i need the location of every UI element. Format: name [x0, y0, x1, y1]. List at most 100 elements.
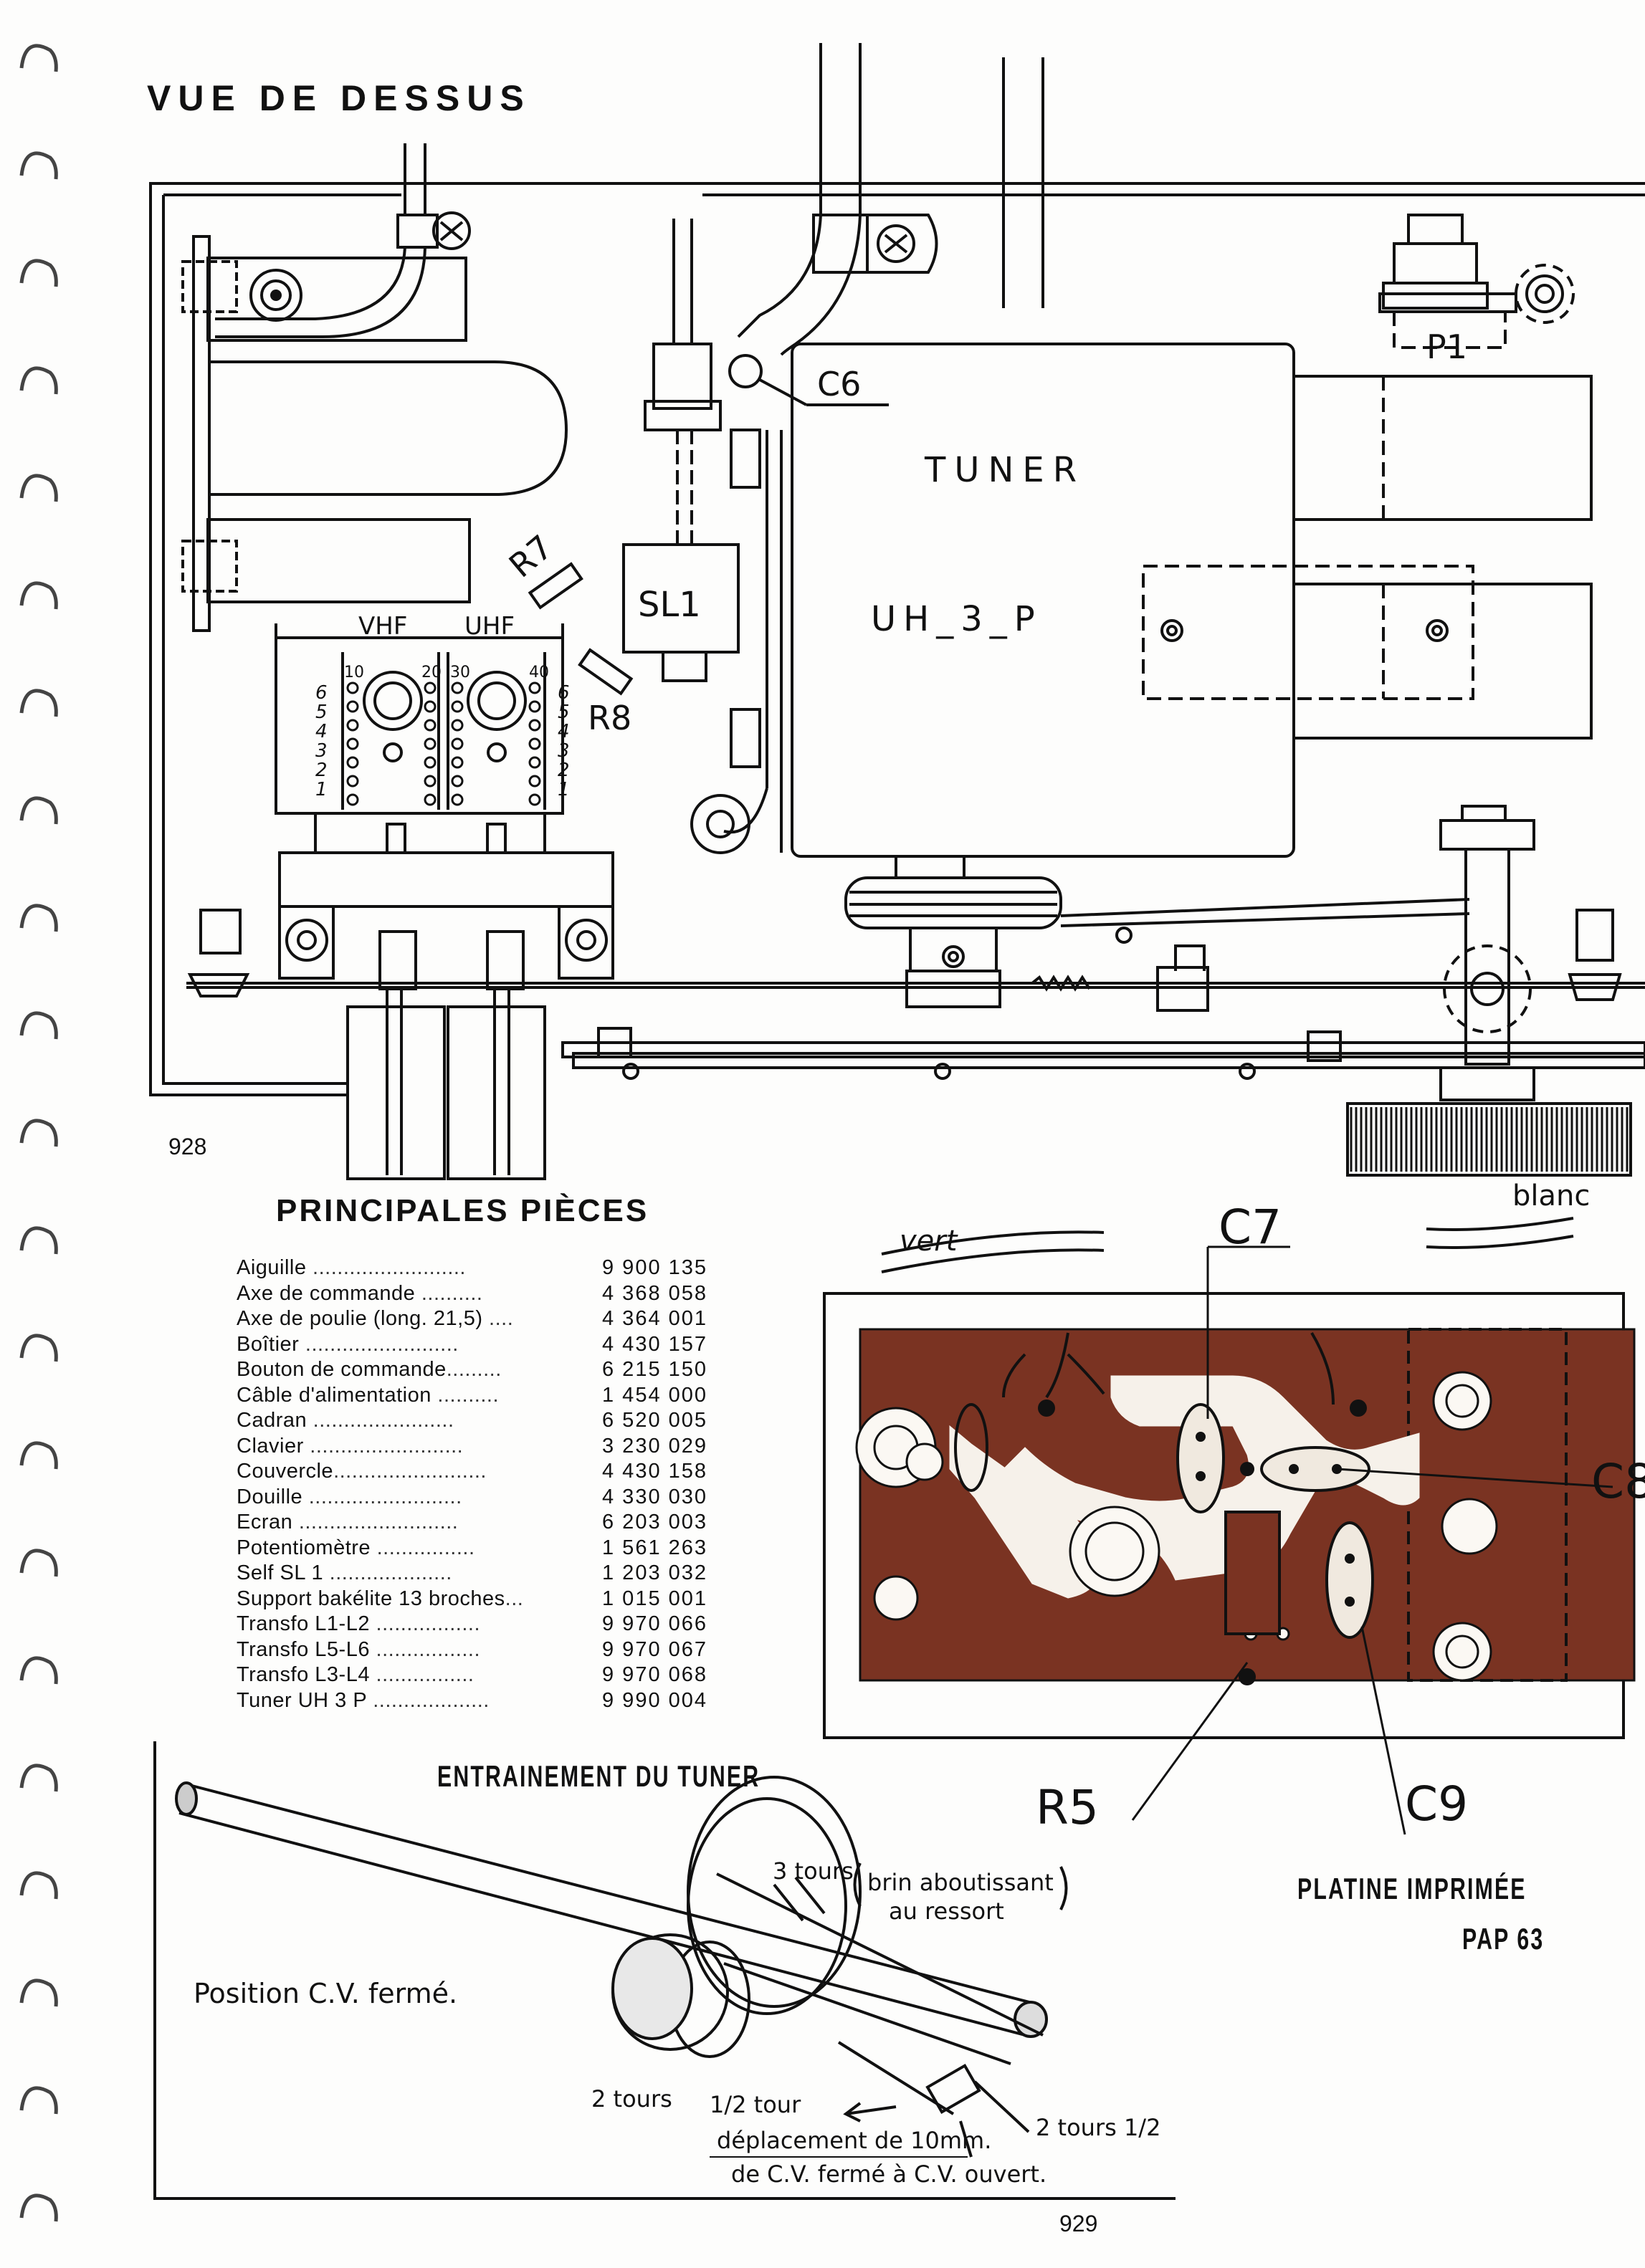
part-row: Transfo L1-L2 .................9 970 066 [237, 1612, 738, 1637]
switch-contact [528, 775, 541, 788]
part-row: Transfo L5-L6 .................9 970 067 [237, 1637, 738, 1663]
switch-left-number: 6 [315, 682, 328, 704]
binding-ring [19, 1978, 58, 2007]
switch-left-number: 5 [315, 702, 328, 723]
switch-left-number: 1 [315, 779, 328, 800]
switch-contact [528, 700, 541, 713]
c9-label: C9 [1405, 1776, 1468, 1832]
switch-contact [346, 719, 359, 732]
part-code: 6 215 150 [602, 1358, 708, 1381]
switch-contact [451, 700, 464, 713]
sl1-label: SL1 [638, 585, 701, 625]
r8-label: R8 [588, 699, 631, 737]
switch-contact [528, 793, 541, 806]
page-number-left: 928 [168, 1134, 207, 1159]
parts-title: PRINCIPALES PIÈCES [276, 1193, 649, 1228]
part-code: 9 990 004 [602, 1688, 708, 1712]
part-code: 1 454 000 [602, 1383, 708, 1407]
part-row: Tuner UH 3 P ...................9 990 00… [237, 1688, 738, 1714]
part-leader-dots: ......................... [302, 1485, 462, 1508]
switch-contact [451, 756, 464, 769]
switch-num-10: 10 [344, 664, 364, 681]
part-code: 1 203 032 [602, 1561, 708, 1584]
p1-label: P1 [1426, 327, 1467, 366]
part-row: Support bakélite 13 broches... 1 015 001 [237, 1587, 738, 1612]
part-name: Bouton de commande......... [237, 1358, 502, 1381]
binding-ring [19, 581, 58, 610]
switch-num-40: 40 [529, 664, 549, 681]
c6-label: C6 [817, 365, 861, 403]
part-name: Self SL 1 .................... [237, 1561, 452, 1584]
parts-list: Aiguille .........................9 900 … [237, 1255, 738, 1713]
binding-ring [19, 1764, 58, 1792]
switch-right-number: 2 [558, 760, 570, 781]
part-name: Couvercle......................... [237, 1460, 487, 1483]
switch-contact [528, 681, 541, 694]
part-row: Transfo L3-L4 ................ 9 970 068 [237, 1662, 738, 1688]
part-leader-dots: ................... [366, 1688, 490, 1712]
part-name: Transfo L5-L6 ................. [237, 1637, 480, 1661]
part-row: Aiguille .........................9 900 … [237, 1255, 738, 1281]
tuner-label: TUNER [924, 450, 1085, 490]
part-code: 4 364 001 [602, 1307, 708, 1330]
part-row: Self SL 1 .................... 1 203 032 [237, 1561, 738, 1587]
pcb-caption-line1: PLATINE IMPRIMÉE [1297, 1872, 1527, 1905]
switch-contact [346, 700, 359, 713]
switch-right-number: 6 [558, 682, 570, 704]
drive-deplacement-line2: de C.V. fermé à C.V. ouvert. [731, 2161, 1046, 2188]
part-name: Douille ......................... [237, 1485, 462, 1508]
part-leader-dots: ......... [446, 1358, 502, 1381]
part-leader-dots: .......... [415, 1281, 483, 1305]
switch-left-number: 4 [315, 721, 328, 742]
switch-contact [346, 793, 359, 806]
switch-left-number: 2 [315, 760, 328, 781]
binding-ring [19, 1334, 58, 1362]
switch-right-number: 4 [558, 721, 570, 742]
pcb-caption-line2: PAP 63 [1462, 1922, 1545, 1956]
wire-blanc-label: blanc [1512, 1180, 1590, 1212]
part-row: Bouton de commande......... 6 215 150 [237, 1357, 738, 1383]
part-code: 4 330 030 [602, 1485, 708, 1508]
switch-right-number: 1 [558, 779, 570, 800]
part-row: Douille ......................... 4 330 0… [237, 1485, 738, 1511]
part-name: Support bakélite 13 broches... [237, 1587, 524, 1610]
drive-3tours-label: 3 tours [773, 1857, 854, 1885]
binding-ring [19, 2086, 58, 2115]
part-leader-dots: ................ [371, 1536, 475, 1559]
part-row: Axe de commande ..........4 368 058 [237, 1281, 738, 1307]
switch-contact [424, 793, 437, 806]
part-code: 6 520 005 [602, 1409, 708, 1432]
part-leader-dots: ................ [369, 1663, 475, 1686]
vhf-label: VHF [358, 612, 407, 641]
page-heading: VUE DE DESSUS [147, 78, 531, 118]
part-leader-dots: .......... [431, 1383, 500, 1407]
binding-ring [19, 366, 58, 395]
binding-ring [19, 1656, 58, 1685]
part-name: Transfo L3-L4 ................ [237, 1663, 475, 1686]
binding-ring [19, 796, 58, 825]
part-leader-dots: ......................... [333, 1460, 487, 1483]
part-name: Transfo L1-L2 ................. [237, 1612, 480, 1635]
switch-contact [424, 700, 437, 713]
part-code: 9 970 068 [602, 1663, 708, 1686]
part-code: 4 368 058 [602, 1281, 708, 1305]
binding-ring [19, 1871, 58, 1900]
part-code: 4 430 158 [602, 1460, 708, 1483]
part-name: Boîtier ......................... [237, 1332, 459, 1356]
part-code: 1 015 001 [602, 1587, 708, 1610]
switch-contact [451, 793, 464, 806]
part-name: Cadran ....................... [237, 1409, 454, 1432]
drive-diagram: Position C.V. fermé. 3 tours brin abouti… [153, 1741, 1176, 2200]
pcb-diagram: vert blanc C7 C8 C9 R5 [823, 1180, 1645, 1835]
part-leader-dots: ......................... [303, 1434, 464, 1458]
binding-ring [19, 904, 58, 932]
wire-vert-label: vert [900, 1225, 958, 1258]
switch-contact [346, 775, 359, 788]
switch-contact [424, 775, 437, 788]
binding-ring [19, 689, 58, 717]
switch-contact [528, 719, 541, 732]
switch-right-number: 5 [558, 702, 570, 723]
switch-contact [346, 681, 359, 694]
part-row: Potentiomètre ................1 561 263 [237, 1536, 738, 1561]
switch-contact [451, 775, 464, 788]
